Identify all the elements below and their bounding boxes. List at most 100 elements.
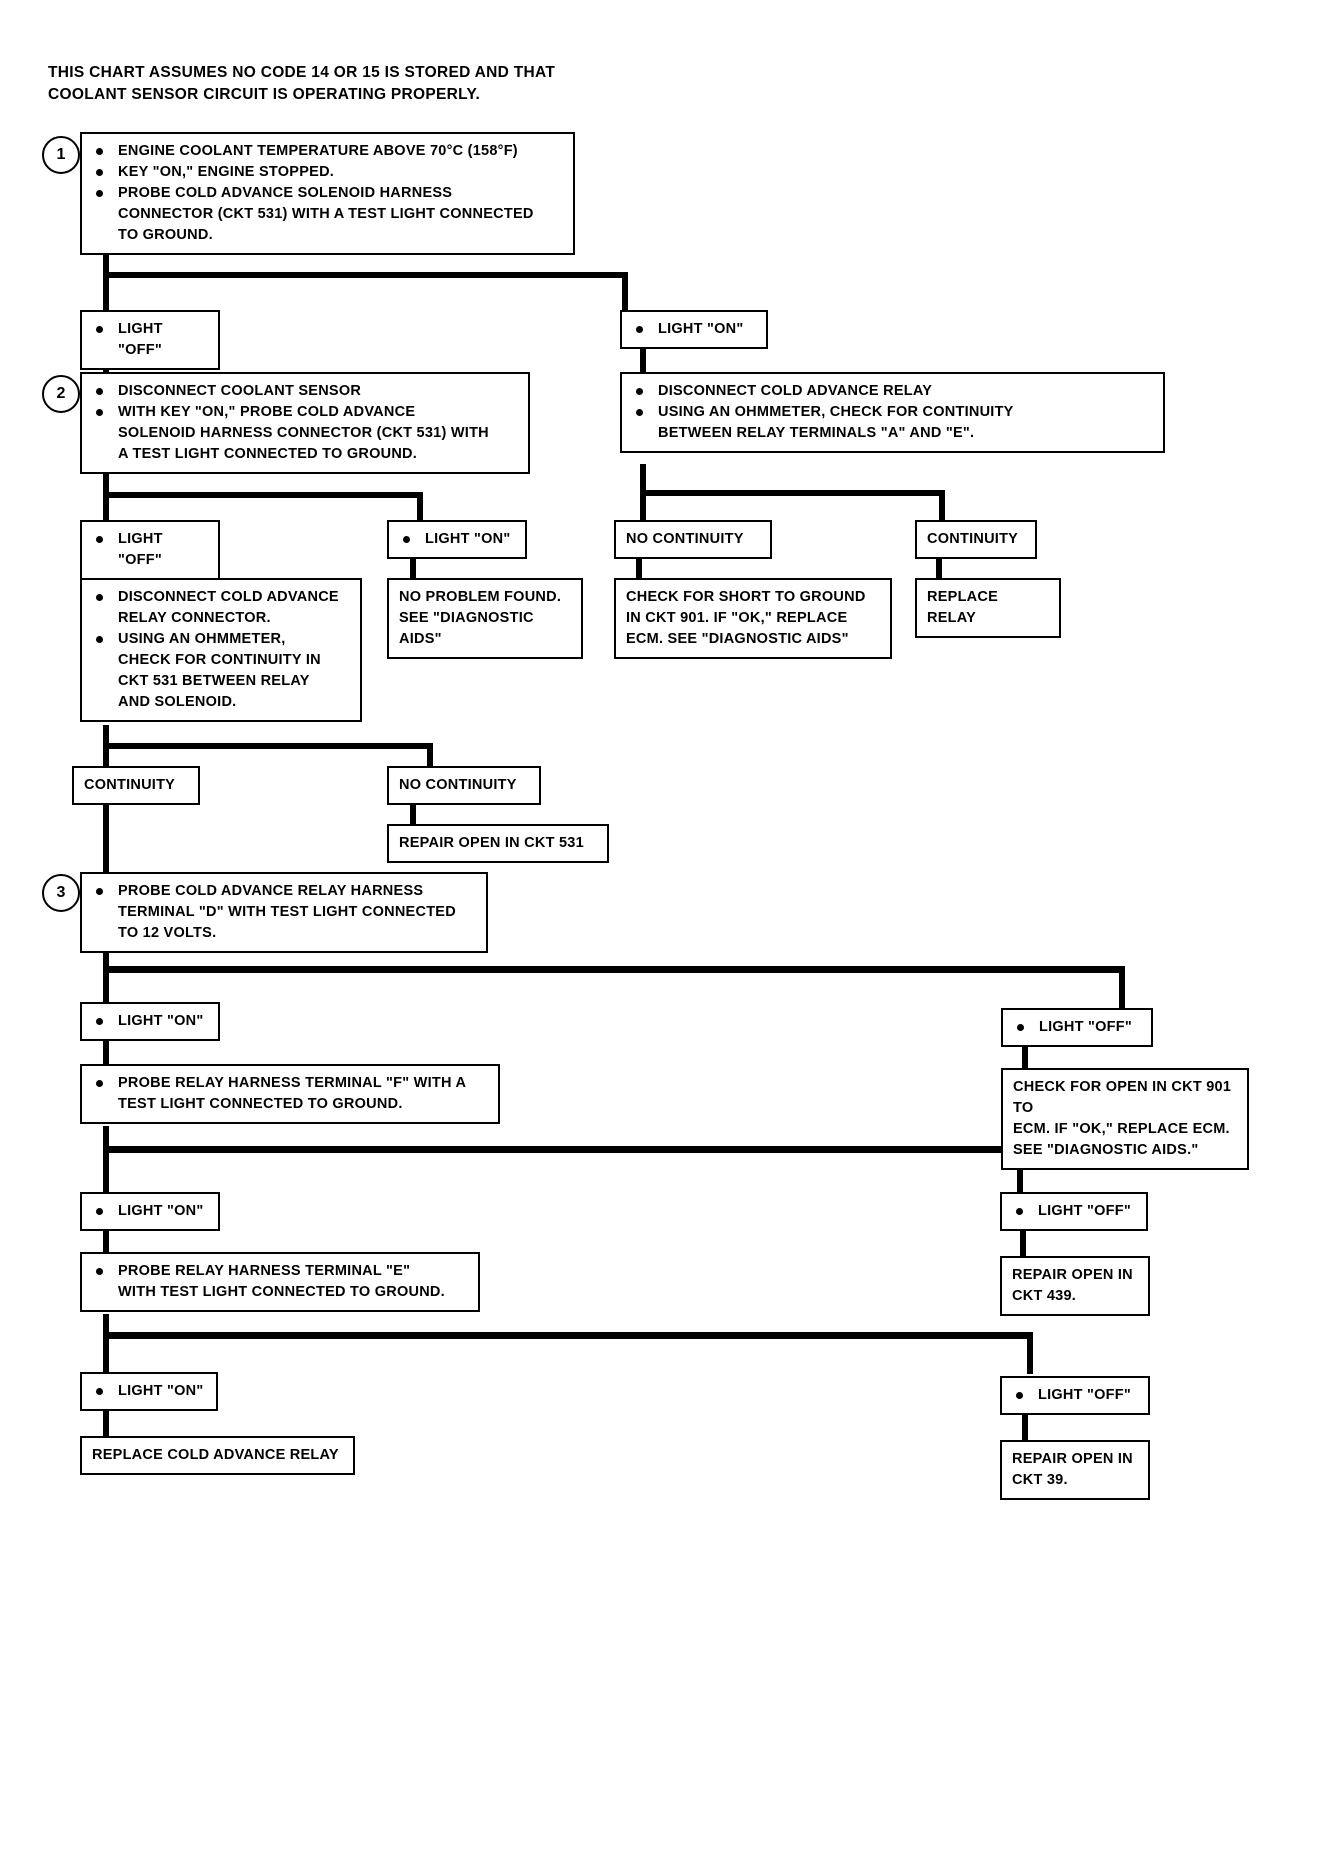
box-check-short-ground: CHECK FOR SHORT TO GROUND IN CKT 901. IF…: [614, 578, 892, 660]
connector-line: [103, 948, 109, 970]
box-light-off-4: LIGHT "OFF": [1000, 1192, 1148, 1232]
box-no-problem-found: NO PROBLEM FOUND. SEE "DIAGNOSTIC AIDS": [387, 578, 583, 660]
step1-bullet-1: ENGINE COOLANT TEMPERATURE ABOVE 70°C (1…: [92, 141, 565, 162]
connector-line: [410, 554, 416, 580]
connector-line: [410, 800, 416, 826]
connector-line: [640, 464, 646, 490]
box-no-continuity-2: NO CONTINUITY: [387, 766, 541, 806]
connector-line: [1119, 966, 1125, 1010]
connector-line: [103, 1408, 109, 1438]
box-disconnect-relay-connector: DISCONNECT COLD ADVANCE RELAY CONNECTOR.…: [80, 578, 362, 723]
relay-check-bullet-1: DISCONNECT COLD ADVANCE RELAY: [632, 381, 1155, 402]
label-light-off: LIGHT "OFF": [92, 529, 210, 571]
connector-line: [1022, 1412, 1028, 1442]
connector-line: [103, 1332, 1033, 1339]
disconnect-relay-bullet-1: DISCONNECT COLD ADVANCE RELAY CONNECTOR.: [92, 587, 352, 629]
box-continuity-2: CONTINUITY: [72, 766, 200, 806]
text-repair-open-439: REPAIR OPEN IN CKT 439.: [1012, 1267, 1133, 1305]
label-continuity: CONTINUITY: [927, 531, 1019, 547]
box-step1: ENGINE COOLANT TEMPERATURE ABOVE 70°C (1…: [80, 132, 575, 256]
text-probe-terminal-e: PROBE RELAY HARNESS TERMINAL "E" WITH TE…: [92, 1261, 470, 1303]
label-continuity: CONTINUITY: [84, 777, 176, 793]
chart-assumption-note: THIS CHART ASSUMES NO CODE 14 OR 15 IS S…: [48, 64, 556, 104]
step-marker-3: 3: [42, 874, 80, 912]
box-replace-cold-advance-relay: REPLACE COLD ADVANCE RELAY: [80, 1436, 355, 1476]
connector-line: [640, 490, 646, 520]
text-check-open-901: CHECK FOR OPEN IN CKT 901 TO ECM. IF "OK…: [1013, 1079, 1232, 1159]
text-check-short: CHECK FOR SHORT TO GROUND IN CKT 901. IF…: [626, 589, 866, 648]
connector-line: [103, 1038, 109, 1066]
connector-line: [622, 272, 628, 314]
label-light-on: LIGHT "ON": [92, 1381, 208, 1402]
box-light-off-1: LIGHT "OFF": [80, 310, 220, 371]
box-light-on-2: LIGHT "ON": [387, 520, 527, 560]
box-check-open-901: CHECK FOR OPEN IN CKT 901 TO ECM. IF "OK…: [1001, 1068, 1249, 1171]
text-repair-open-39: REPAIR OPEN IN CKT 39.: [1012, 1451, 1133, 1489]
step2-bullet-2: WITH KEY "ON," PROBE COLD ADVANCE SOLENO…: [92, 402, 520, 465]
step-marker-2: 2: [42, 375, 80, 413]
label-light-on: LIGHT "ON": [92, 1201, 210, 1222]
box-light-on-4: LIGHT "ON": [80, 1192, 220, 1232]
connector-line: [103, 1146, 1023, 1153]
connector-line: [103, 1126, 109, 1148]
step2-bullet-1: DISCONNECT COOLANT SENSOR: [92, 381, 520, 402]
label-no-continuity: NO CONTINUITY: [399, 777, 517, 793]
box-light-on-5: LIGHT "ON": [80, 1372, 218, 1412]
step3-bullet-1: PROBE COLD ADVANCE RELAY HARNESS TERMINA…: [92, 881, 478, 944]
connector-line: [103, 1314, 109, 1336]
connector-line: [103, 252, 109, 276]
disconnect-relay-bullet-2: USING AN OHMMETER, CHECK FOR CONTINUITY …: [92, 629, 352, 713]
connector-line: [640, 346, 646, 374]
connector-line: [1020, 1228, 1026, 1256]
relay-check-bullet-2: USING AN OHMMETER, CHECK FOR CONTINUITY …: [632, 402, 1155, 444]
connector-line: [417, 492, 423, 524]
box-light-off-3: LIGHT "OFF": [1001, 1008, 1153, 1048]
text-repair-open-531: REPAIR OPEN IN CKT 531: [399, 835, 584, 851]
text-probe-terminal-f: PROBE RELAY HARNESS TERMINAL "F" WITH A …: [92, 1073, 490, 1115]
step-marker-1: 1: [42, 136, 80, 174]
box-relay-continuity-check: DISCONNECT COLD ADVANCE RELAY USING AN O…: [620, 372, 1165, 454]
connector-line: [640, 490, 945, 496]
connector-line: [103, 272, 109, 312]
label-light-on: LIGHT "ON": [399, 529, 517, 550]
connector-line: [103, 492, 109, 522]
label-light-off: LIGHT "OFF": [1012, 1385, 1140, 1406]
connector-line: [1022, 1044, 1028, 1072]
connector-line: [103, 492, 423, 498]
connector-line: [936, 554, 942, 580]
box-repair-open-439: REPAIR OPEN IN CKT 439.: [1000, 1256, 1150, 1317]
box-repair-open-531: REPAIR OPEN IN CKT 531: [387, 824, 609, 864]
box-light-off-2: LIGHT "OFF": [80, 520, 220, 581]
box-light-off-5: LIGHT "OFF": [1000, 1376, 1150, 1416]
connector-line: [939, 490, 945, 522]
text-no-problem-found: NO PROBLEM FOUND. SEE "DIAGNOSTIC AIDS": [399, 589, 562, 648]
box-repair-open-39: REPAIR OPEN IN CKT 39.: [1000, 1440, 1150, 1501]
step1-bullet-2: KEY "ON," ENGINE STOPPED.: [92, 162, 565, 183]
label-light-off: LIGHT "OFF": [1012, 1201, 1138, 1222]
connector-line: [103, 272, 628, 278]
connector-line: [1027, 1332, 1033, 1374]
box-light-on-3: LIGHT "ON": [80, 1002, 220, 1042]
connector-line: [103, 1332, 109, 1374]
box-continuity-1: CONTINUITY: [915, 520, 1037, 560]
box-step3: PROBE COLD ADVANCE RELAY HARNESS TERMINA…: [80, 872, 488, 954]
connector-line: [103, 966, 1125, 973]
step1-bullet-3: PROBE COLD ADVANCE SOLENOID HARNESS CONN…: [92, 183, 565, 246]
label-light-on: LIGHT "ON": [632, 319, 758, 340]
connector-line: [427, 743, 433, 771]
connector-line: [636, 554, 642, 580]
connector-line: [103, 725, 109, 747]
label-light-off: LIGHT "OFF": [1013, 1017, 1143, 1038]
box-probe-terminal-f: PROBE RELAY HARNESS TERMINAL "F" WITH A …: [80, 1064, 500, 1125]
box-light-on-1: LIGHT "ON": [620, 310, 768, 350]
label-light-on: LIGHT "ON": [92, 1011, 210, 1032]
connector-line: [103, 1146, 109, 1194]
box-probe-terminal-e: PROBE RELAY HARNESS TERMINAL "E" WITH TE…: [80, 1252, 480, 1313]
connector-line: [103, 800, 109, 874]
connector-line: [103, 472, 109, 494]
connector-line: [103, 966, 109, 1004]
text-replace-cold-advance-relay: REPLACE COLD ADVANCE RELAY: [92, 1447, 339, 1463]
label-no-continuity: NO CONTINUITY: [626, 531, 744, 547]
box-step2: DISCONNECT COOLANT SENSOR WITH KEY "ON,"…: [80, 372, 530, 475]
connector-line: [103, 743, 433, 749]
